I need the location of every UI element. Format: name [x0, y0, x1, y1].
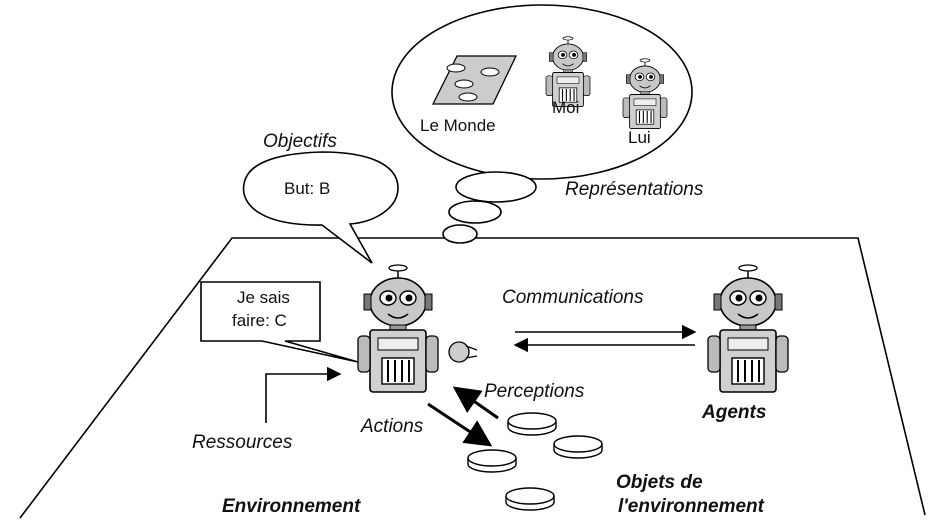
skills-text-line2: faire: C — [232, 311, 287, 330]
world-label: Le Monde — [420, 116, 496, 135]
environment-object-3 — [467, 449, 517, 473]
agents-label: Agents — [701, 402, 766, 423]
actions-arrow — [427, 402, 493, 447]
environment-label: Environnement — [222, 496, 361, 517]
objects-label-line1: Objets de — [616, 472, 703, 493]
representations-label: Représentations — [565, 179, 704, 200]
environment-object-4 — [505, 487, 555, 511]
self-label: Moi — [552, 98, 579, 117]
perceptions-arrow — [452, 386, 499, 420]
gripper-hand-icon — [448, 341, 478, 363]
environment-object-1 — [507, 412, 557, 436]
thought-dot-1 — [455, 171, 537, 203]
thought-dot-2 — [448, 200, 502, 224]
communications-label: Communications — [502, 287, 644, 308]
skills-text-line1: Je sais — [237, 288, 290, 307]
resources-label: Ressources — [192, 432, 293, 453]
skills-callout — [200, 281, 359, 363]
main-robot — [357, 264, 439, 393]
perceptions-label: Perceptions — [484, 381, 585, 402]
objects-label-line2: l'environnement — [618, 496, 765, 517]
environment-plane — [19, 237, 926, 519]
environment-object-2 — [553, 435, 603, 459]
representations-bubble — [391, 4, 693, 180]
resources-arrow — [265, 366, 342, 423]
goal-text: But: B — [284, 179, 330, 198]
other-label: Lui — [628, 128, 651, 147]
objectives-bubble — [242, 151, 399, 264]
world-map-icon — [431, 55, 518, 105]
objectives-label: Objectifs — [263, 131, 337, 152]
thought-dot-3 — [442, 224, 478, 244]
actions-label: Actions — [360, 416, 424, 437]
agent-robot — [707, 264, 789, 393]
